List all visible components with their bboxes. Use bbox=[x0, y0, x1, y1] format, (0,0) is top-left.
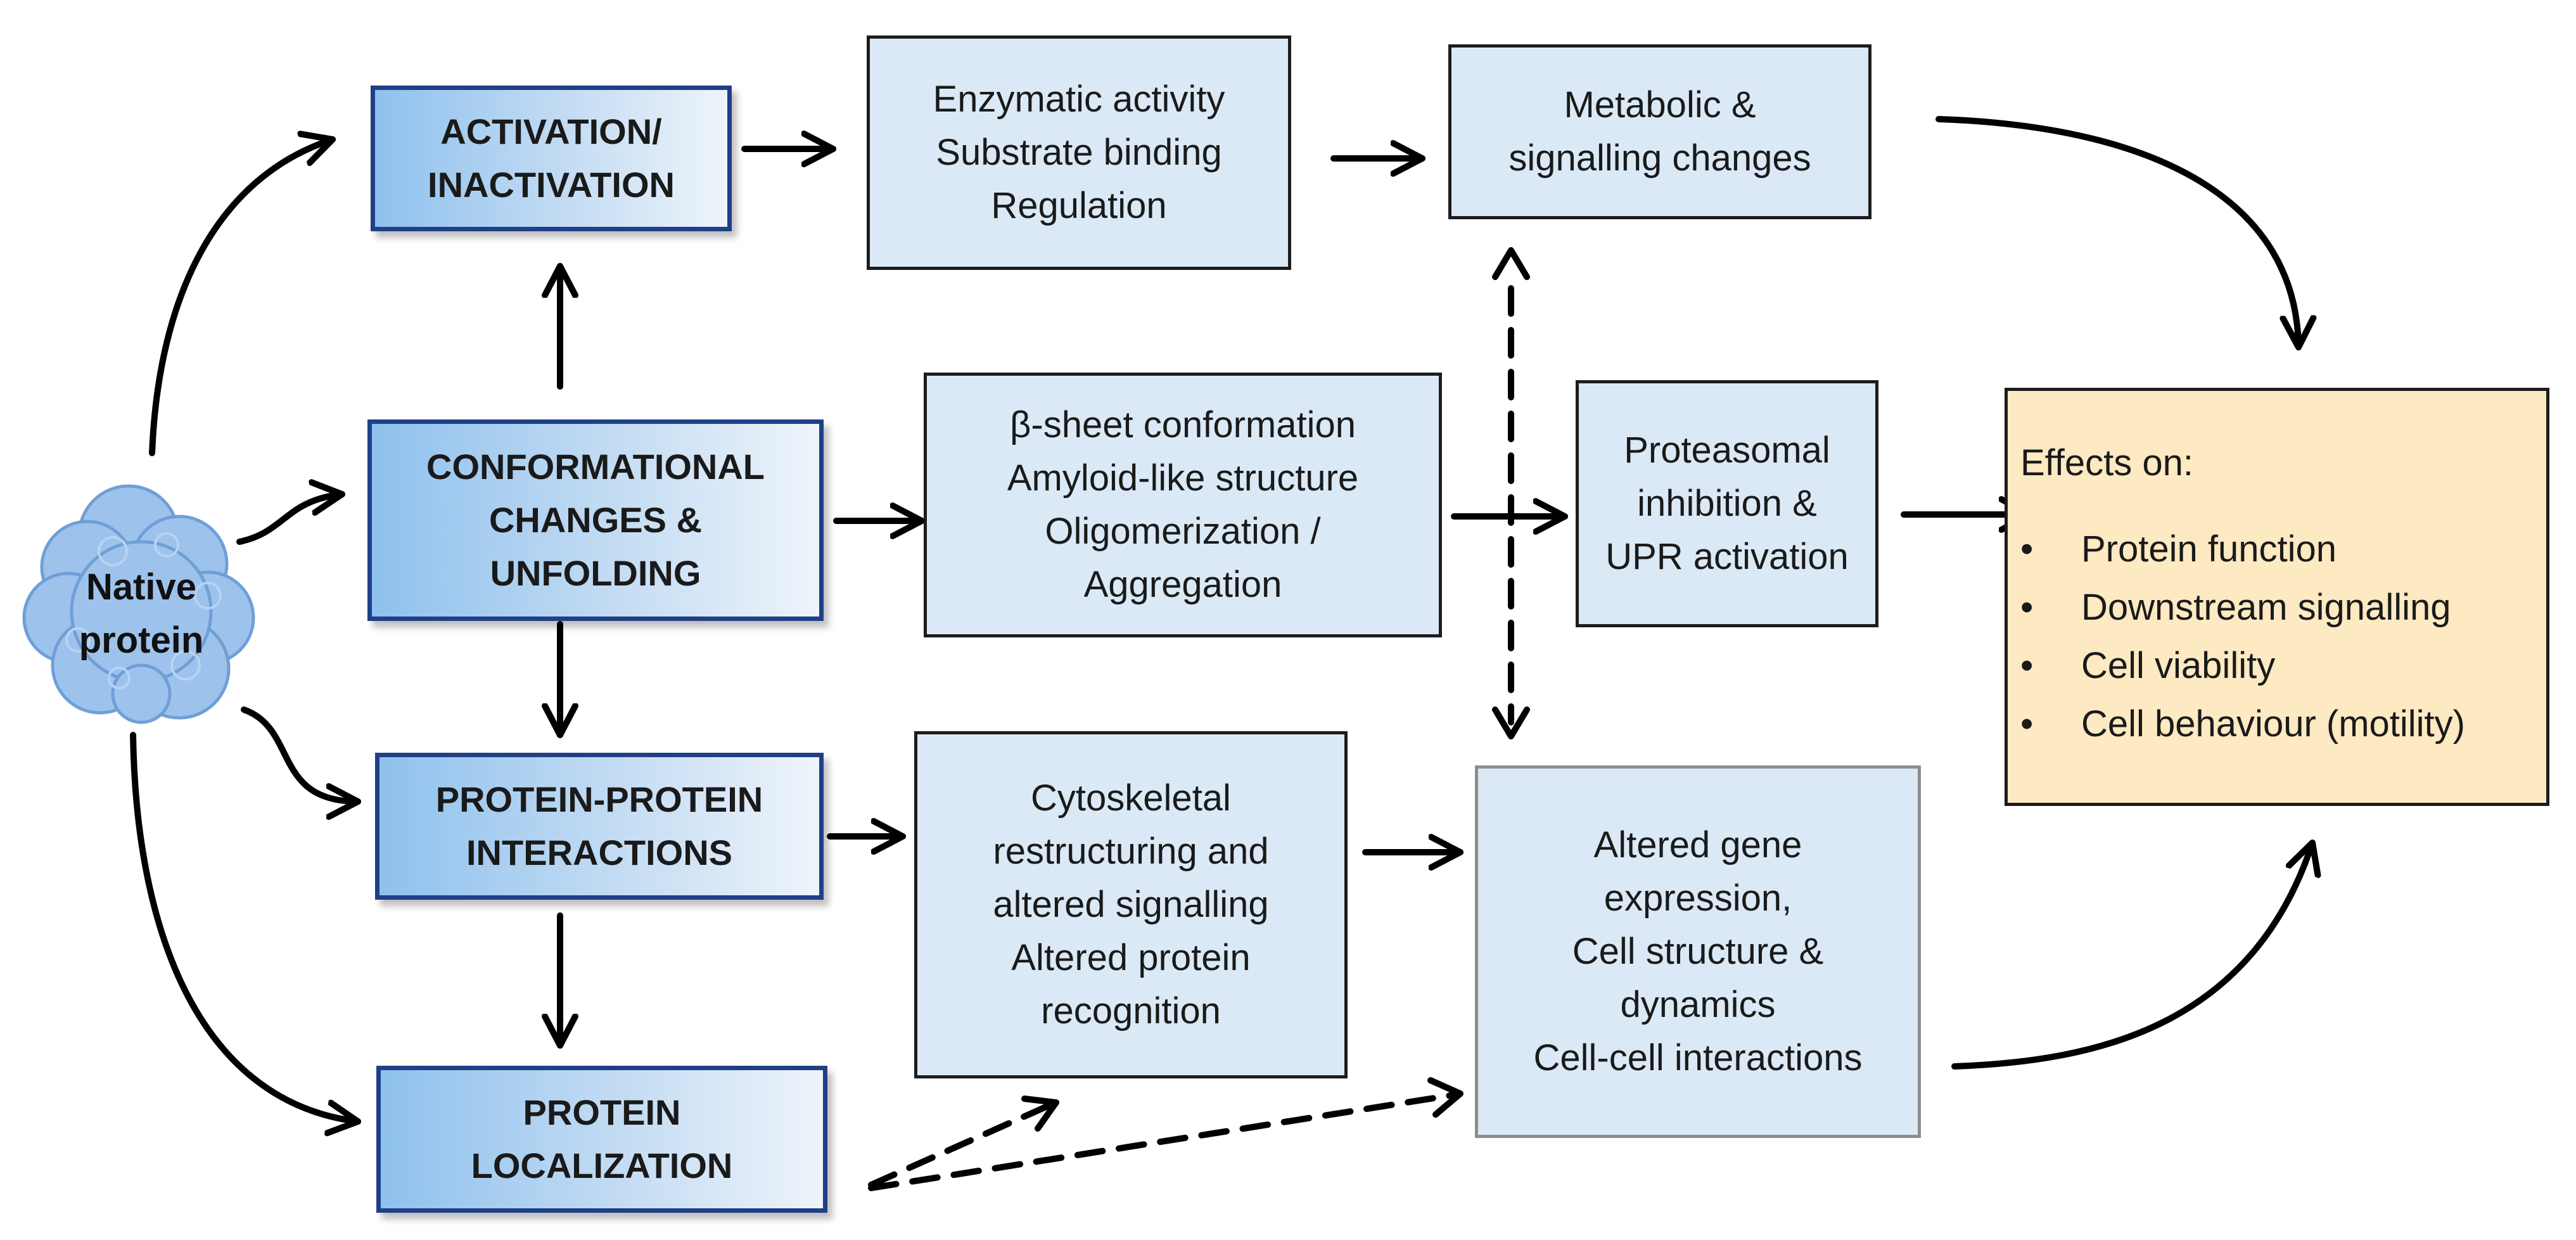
box-line: Cell-cell interactions bbox=[1533, 1037, 1863, 1079]
box-line: CHANGES & bbox=[488, 500, 703, 540]
box-line: PROTEIN bbox=[523, 1092, 681, 1132]
box-activation-inactivation: ACTIVATION/ INACTIVATION bbox=[371, 86, 732, 231]
box-line: Amyloid-like structure bbox=[1007, 457, 1359, 499]
effects-list: Protein function Downstream signalling C… bbox=[2020, 520, 2465, 753]
effects-item: Cell viability bbox=[2020, 637, 2465, 695]
arrow-native-to-localization bbox=[130, 732, 361, 1122]
box-line: Proteasomal bbox=[1624, 429, 1830, 471]
box-line: INTERACTIONS bbox=[466, 833, 732, 872]
box-cytoskeletal-restructuring: Cytoskeletal restructuring and altered s… bbox=[914, 731, 1348, 1078]
box-line: Oligomerization / bbox=[1045, 511, 1321, 552]
box-line: Enzymatic activity bbox=[933, 78, 1225, 120]
box-line: Altered protein bbox=[1011, 937, 1251, 979]
box-effects-on: Effects on: Protein function Downstream … bbox=[2005, 388, 2549, 806]
arrow-native-to-activation bbox=[149, 139, 336, 456]
effects-title: Effects on: bbox=[2020, 442, 2193, 483]
arrowhead-dashed-gene bbox=[1427, 1077, 1463, 1118]
box-line: restructuring and bbox=[993, 830, 1269, 872]
arrowhead-dashed-down bbox=[1492, 706, 1530, 739]
effects-item: Downstream signalling bbox=[2020, 578, 2465, 637]
box-line: ACTIVATION/ bbox=[440, 112, 662, 151]
box-line: dynamics bbox=[1620, 984, 1776, 1026]
box-line: PROTEIN-PROTEIN bbox=[435, 779, 763, 819]
arrow-gene-to-effects bbox=[1951, 840, 2312, 1070]
box-altered-gene-expression: Altered gene expression, Cell structure … bbox=[1475, 765, 1921, 1138]
box-proteasomal-inhibition: Proteasomal inhibition & UPR activation bbox=[1576, 380, 1878, 627]
box-line: altered signalling bbox=[993, 883, 1269, 925]
arrow-native-to-conformational bbox=[236, 494, 345, 545]
box-line: INACTIVATION bbox=[428, 165, 675, 205]
box-line: Altered gene bbox=[1593, 824, 1802, 866]
box-line: inhibition & bbox=[1637, 482, 1817, 524]
box-enzymatic-activity: Enzymatic activity Substrate binding Reg… bbox=[867, 35, 1291, 270]
effects-item: Cell behaviour (motility) bbox=[2020, 695, 2465, 753]
box-line: Cytoskeletal bbox=[1031, 777, 1231, 819]
box-line: CONFORMATIONAL bbox=[426, 447, 765, 487]
box-line: signalling changes bbox=[1508, 137, 1811, 179]
box-line: Substrate binding bbox=[936, 131, 1222, 173]
arrow-metabolic-to-effects bbox=[1935, 116, 2299, 350]
box-conformational-changes: CONFORMATIONAL CHANGES & UNFOLDING bbox=[367, 419, 824, 621]
box-protein-localization: PROTEIN LOCALIZATION bbox=[376, 1066, 827, 1213]
arrow-dashed-localization-to-cytoskeletal bbox=[868, 1103, 1052, 1188]
box-line: UNFOLDING bbox=[490, 553, 701, 593]
box-line: β-sheet conformation bbox=[1010, 404, 1356, 445]
arrowhead-dashed-cytoskeletal bbox=[1021, 1096, 1059, 1132]
box-line: Cell structure & bbox=[1572, 930, 1824, 972]
arrow-native-to-ppi bbox=[241, 706, 361, 802]
box-metabolic-signalling: Metabolic & signalling changes bbox=[1448, 44, 1871, 219]
box-line: expression, bbox=[1604, 877, 1792, 919]
box-line: LOCALIZATION bbox=[471, 1146, 733, 1186]
box-line: Aggregation bbox=[1083, 564, 1282, 606]
box-beta-sheet-conformation: β-sheet conformation Amyloid-like struct… bbox=[924, 373, 1442, 637]
box-line: Regulation bbox=[991, 185, 1167, 227]
arrow-dashed-localization-to-gene bbox=[868, 1092, 1457, 1191]
box-line: recognition bbox=[1041, 990, 1221, 1032]
native-protein-label: Native protein bbox=[79, 566, 204, 662]
box-protein-protein-interactions: PROTEIN-PROTEIN INTERACTIONS bbox=[375, 753, 824, 900]
effects-item: Protein function bbox=[2020, 520, 2465, 578]
native-protein: Native protein bbox=[18, 475, 265, 729]
arrowhead-dashed-up bbox=[1492, 247, 1530, 280]
box-line: Metabolic & bbox=[1564, 84, 1756, 125]
protein-blob-icon bbox=[22, 484, 255, 724]
box-line: UPR activation bbox=[1605, 536, 1849, 578]
